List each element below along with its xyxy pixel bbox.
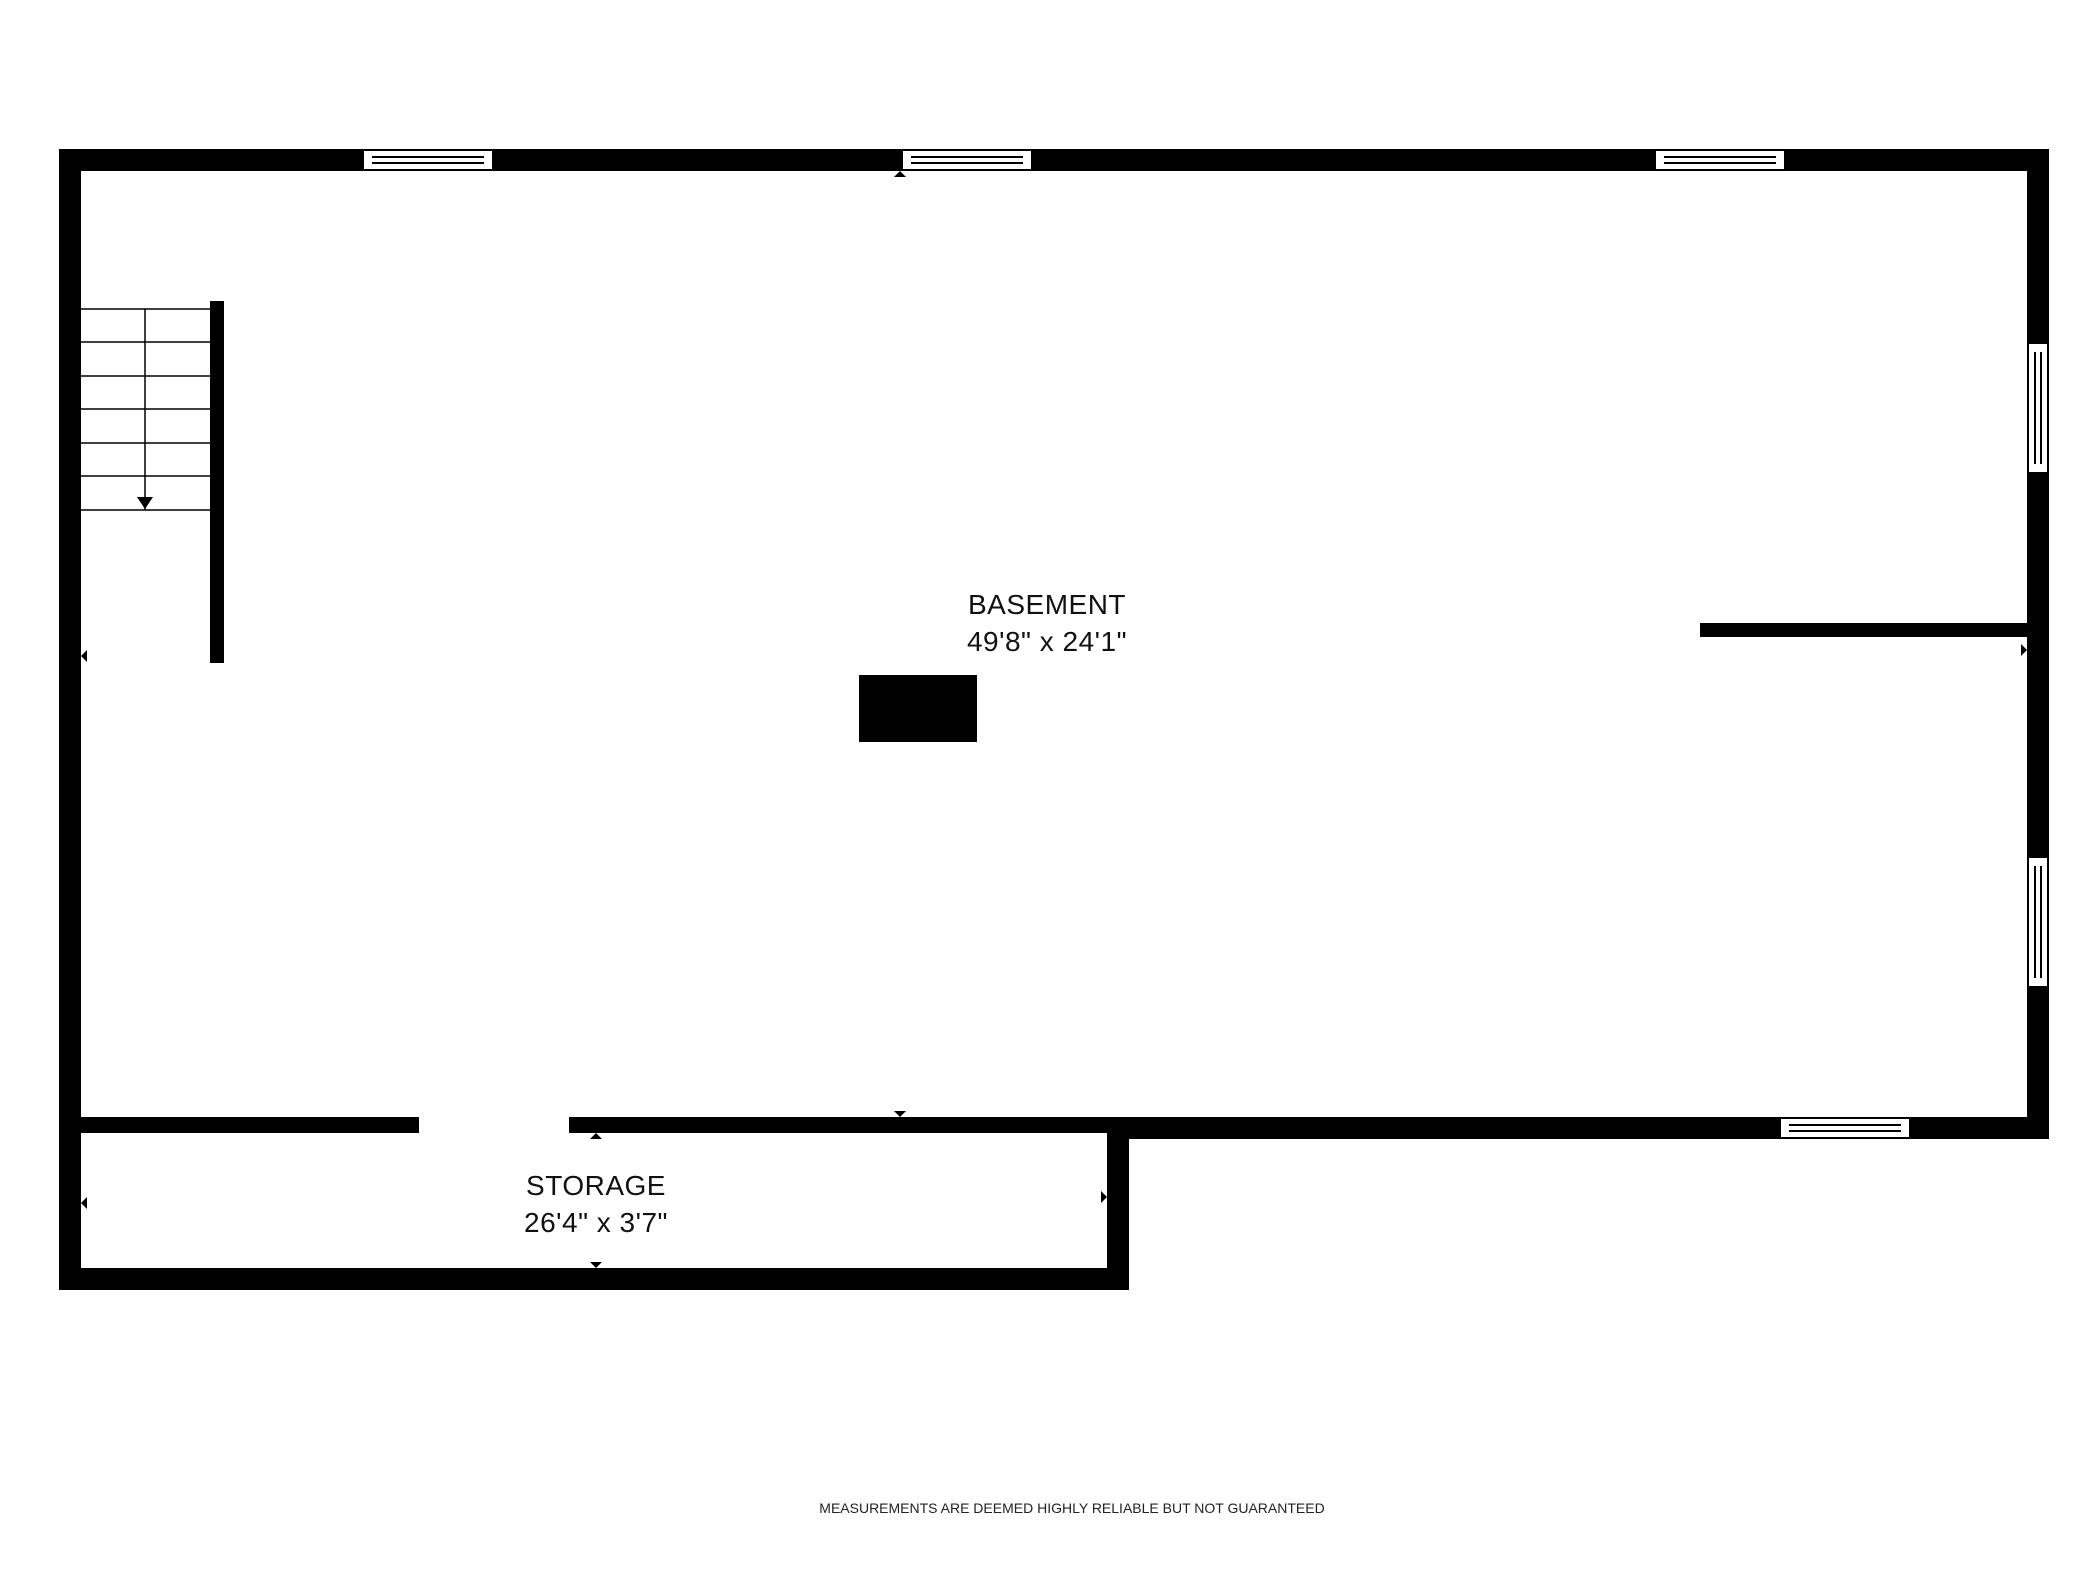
storage-right-wall	[1107, 1117, 1129, 1290]
chimney-column	[859, 675, 977, 742]
basement-dimensions: 49'8" x 24'1"	[967, 626, 1127, 657]
window-top-1	[362, 149, 494, 171]
marker-basement-right	[2021, 644, 2027, 656]
basement-name: BASEMENT	[968, 589, 1126, 620]
marker-basement-bottom	[894, 1111, 906, 1117]
storage-name: STORAGE	[526, 1170, 666, 1201]
interior-walls	[210, 301, 2030, 742]
window-top-2	[901, 149, 1033, 171]
storage-bottom-wall	[59, 1268, 1129, 1290]
partition-wall	[1700, 623, 2030, 637]
disclaimer: MEASUREMENTS ARE DEEMED HIGHLY RELIABLE …	[819, 1500, 1324, 1516]
window-top-3	[1654, 149, 1786, 171]
window-bottom	[1779, 1117, 1911, 1139]
marker-basement-left	[81, 650, 87, 662]
windows	[362, 149, 2049, 1139]
marker-storage-top	[590, 1133, 602, 1139]
right-wall	[2027, 149, 2049, 1139]
marker-storage-left	[81, 1197, 87, 1209]
window-right-2	[2027, 856, 2049, 988]
storage-dimensions: 26'4" x 3'7"	[524, 1207, 668, 1238]
bottom-wall-mid	[569, 1117, 1129, 1133]
marker-storage-bottom	[590, 1262, 602, 1268]
bottom-wall-left	[59, 1117, 419, 1133]
exterior-walls	[59, 149, 2049, 1290]
stairs	[81, 308, 210, 511]
window-right-1	[2027, 342, 2049, 474]
left-wall	[59, 149, 81, 1290]
marker-storage-right	[1101, 1191, 1107, 1203]
stair-direction-arrow-icon	[137, 497, 153, 509]
stair-wall	[210, 301, 224, 663]
marker-basement-top	[894, 171, 906, 177]
top-wall	[59, 149, 2049, 171]
dimension-markers	[81, 171, 2027, 1268]
